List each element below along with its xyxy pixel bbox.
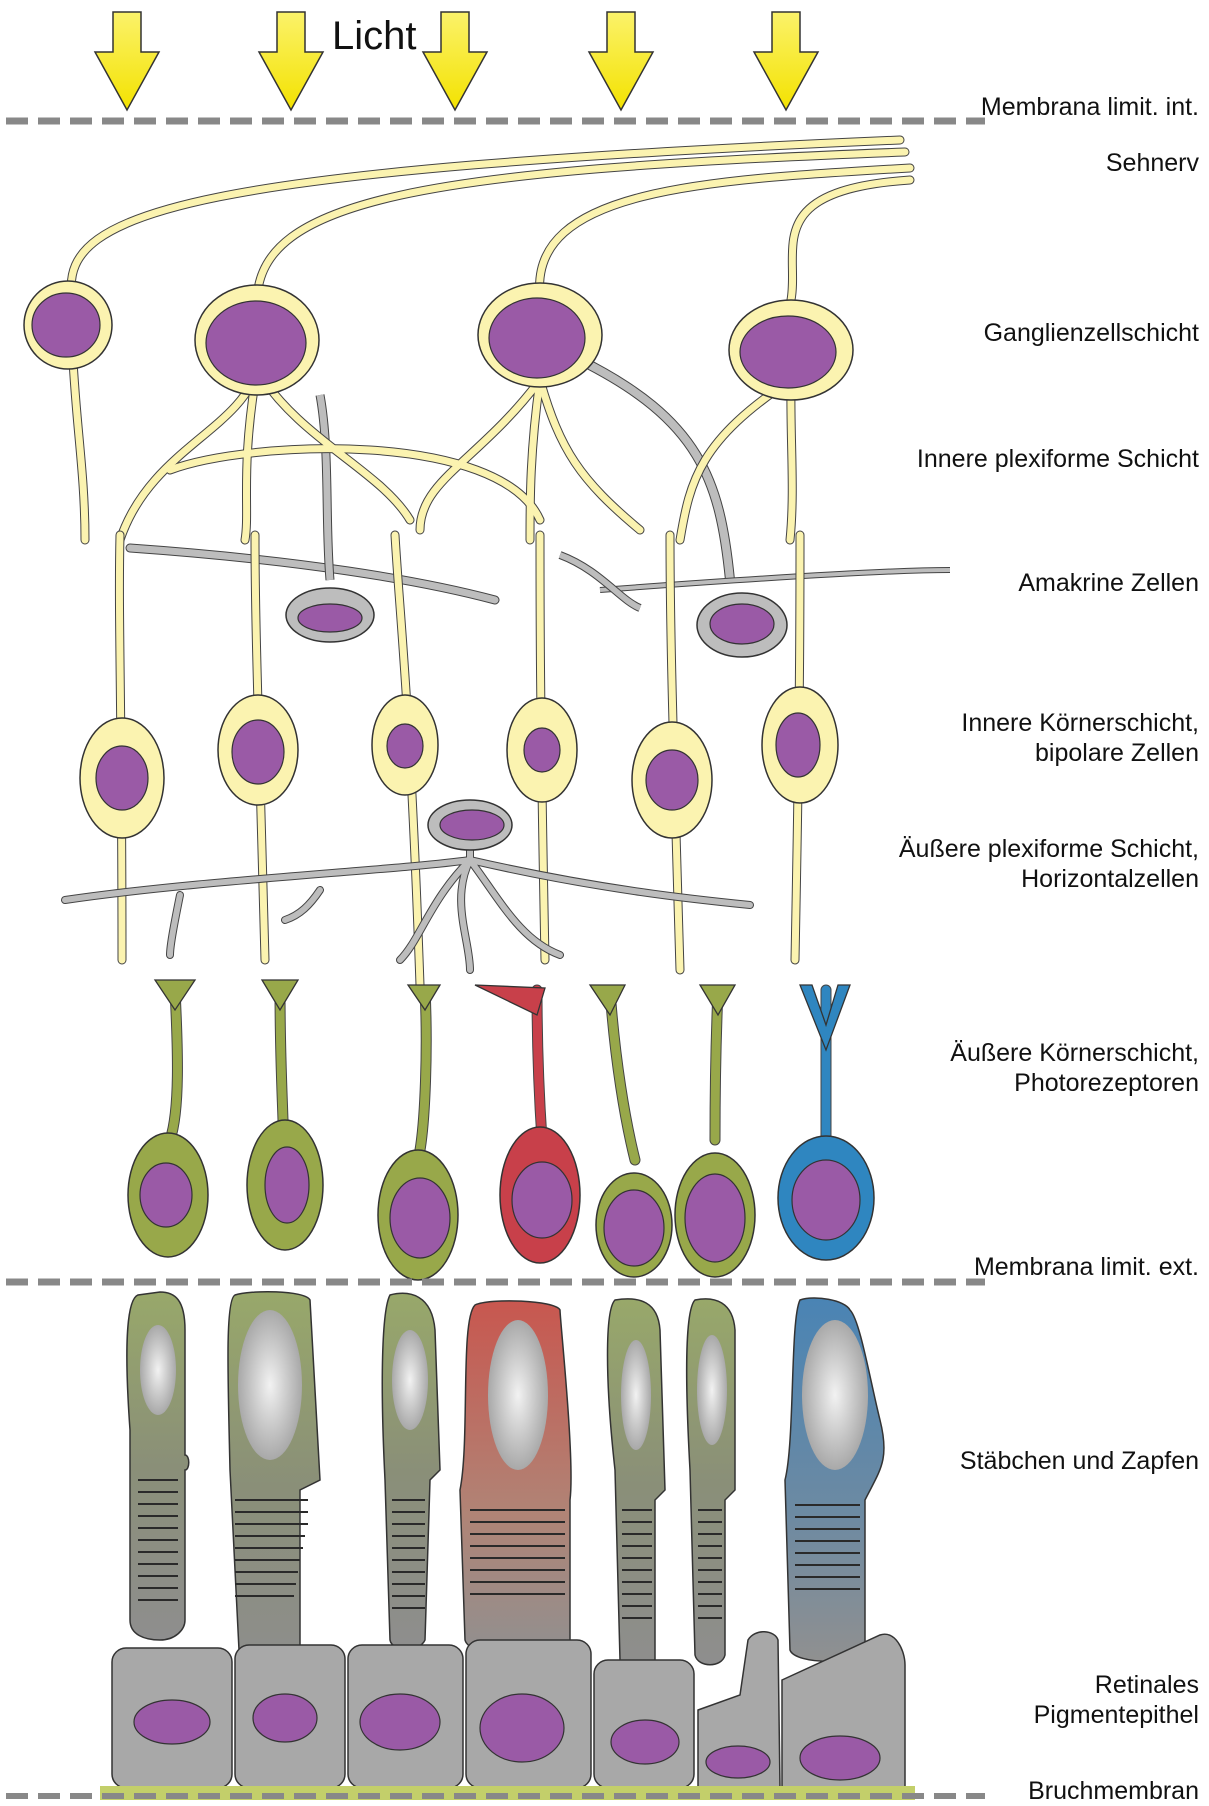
red-cone-terminal — [475, 985, 545, 1015]
nucleus — [232, 720, 284, 784]
nucleus — [265, 1147, 309, 1223]
light-arrow — [423, 12, 487, 110]
rod-terminal — [700, 985, 735, 1015]
label-ganglien: Ganglienzellschicht — [984, 318, 1199, 348]
nucleus — [480, 1694, 564, 1762]
nucleus — [360, 1694, 440, 1750]
nucleus — [96, 746, 148, 810]
label-bruch: Bruchmembran — [1028, 1776, 1199, 1806]
nucleus — [706, 1746, 770, 1778]
light-arrow — [259, 12, 323, 110]
label-amakrine: Amakrine Zellen — [1018, 568, 1199, 598]
nucleus — [134, 1700, 210, 1744]
nucleus — [206, 301, 306, 385]
label-sehnerv: Sehnerv — [1106, 148, 1199, 178]
rod-terminal — [408, 985, 440, 1010]
nucleus — [32, 293, 100, 357]
nucleus — [646, 750, 698, 810]
label-membrana-ext: Membrana limit. ext. — [974, 1252, 1199, 1282]
rod-terminal — [155, 980, 195, 1010]
ganglion-layer — [24, 281, 853, 540]
nucleus — [740, 316, 836, 388]
photoreceptors — [128, 980, 874, 1280]
pigment-epithelium — [112, 1632, 905, 1788]
nucleus — [140, 1163, 192, 1227]
nucleus — [390, 1178, 450, 1258]
light-arrows — [95, 12, 818, 110]
label-innere-koerner: Innere Körnerschicht,bipolare Zellen — [961, 708, 1199, 768]
nucleus — [800, 1736, 880, 1780]
nucleus — [710, 604, 774, 644]
nucleus — [604, 1190, 664, 1266]
nucleus — [611, 1720, 679, 1764]
nucleus — [253, 1694, 317, 1742]
nucleus — [524, 728, 560, 772]
rod-terminal — [262, 980, 298, 1010]
light-arrow — [95, 12, 159, 110]
light-arrow — [589, 12, 653, 110]
label-aeussere-plex: Äußere plexiforme Schicht,Horizontalzell… — [899, 834, 1199, 894]
label-staebchen: Stäbchen und Zapfen — [960, 1446, 1199, 1476]
rods-and-cones — [127, 1292, 884, 1680]
nucleus — [387, 724, 423, 768]
nucleus — [489, 298, 585, 378]
rod-terminal — [590, 985, 625, 1015]
label-membrana-int: Membrana limit. int. — [981, 92, 1199, 122]
nucleus — [440, 810, 504, 840]
nucleus — [298, 604, 362, 632]
light-arrow — [754, 12, 818, 110]
nucleus — [792, 1160, 860, 1240]
nucleus — [512, 1162, 572, 1238]
light-label: Licht — [332, 14, 417, 59]
nucleus — [776, 713, 820, 777]
label-aeussere-koerner: Äußere Körnerschicht,Photorezeptoren — [950, 1038, 1199, 1098]
nucleus — [685, 1174, 745, 1262]
label-innere-plex: Innere plexiforme Schicht — [917, 444, 1199, 474]
